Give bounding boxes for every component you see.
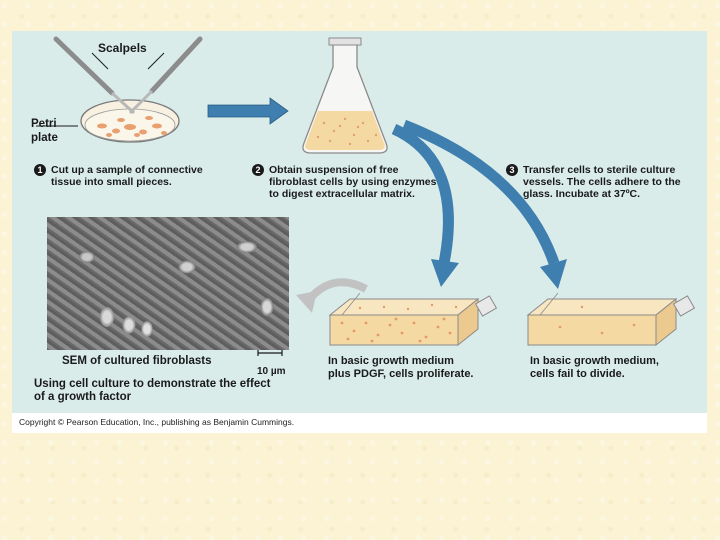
step-text: Obtain suspension of free fibroblast cel… xyxy=(269,164,436,200)
figure-title: Using cell culture to demonstrate the ef… xyxy=(34,378,270,404)
culture-flask-pdgf xyxy=(330,293,496,345)
step-text: Cut up a sample of connective tissue int… xyxy=(51,164,203,188)
result-with-pdgf: In basic growth medium plus PDGF, cells … xyxy=(328,355,474,381)
culture-flask-no-pdgf xyxy=(528,293,694,345)
sem-caption: SEM of cultured fibroblasts xyxy=(62,355,212,368)
copyright-notice: Copyright © Pearson Education, Inc., pub… xyxy=(19,417,294,427)
curved-arrow-left-icon xyxy=(394,129,459,287)
step-number: 3 xyxy=(506,164,518,176)
petri-dish xyxy=(81,100,179,142)
scale-label: 10 µm xyxy=(257,365,286,378)
step-text: Transfer cells to sterile culture vessel… xyxy=(523,164,681,200)
flask-icon xyxy=(303,38,387,153)
result-without-pdgf: In basic growth medium, cells fail to di… xyxy=(530,355,659,381)
step-number: 1 xyxy=(34,164,46,176)
petri-plate-label: Petri plate xyxy=(31,117,58,145)
step-number: 2 xyxy=(252,164,264,176)
figure-card: Scalpels Petri plate 1 Cut up a sample o… xyxy=(12,31,707,433)
scalpels-label: Scalpels xyxy=(98,41,147,55)
right-arrow-icon xyxy=(208,98,288,124)
